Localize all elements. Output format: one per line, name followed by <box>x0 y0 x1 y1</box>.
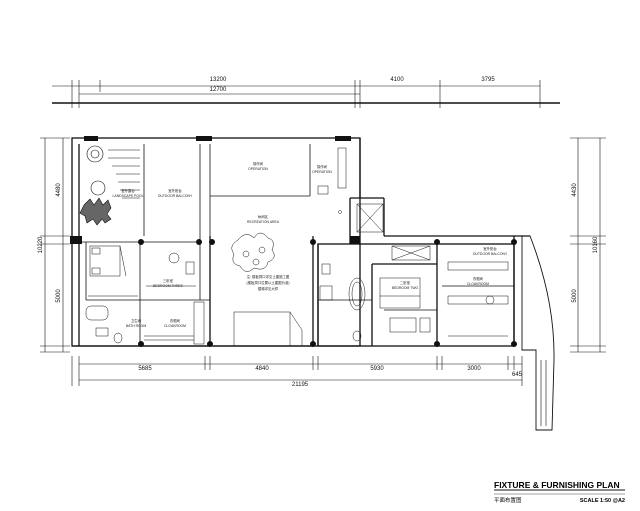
svg-text:衣帽间: 衣帽间 <box>473 276 484 281</box>
elevator-shaft <box>356 203 384 233</box>
dim-bottom-645: 645 <box>512 372 523 378</box>
dim-bottom-5685: 5685 <box>138 366 152 372</box>
recreation-furniture <box>231 232 275 272</box>
svg-text:CLOAKROOM: CLOAKROOM <box>467 282 489 286</box>
svg-text:OPERATION: OPERATION <box>312 170 332 174</box>
dim-bottom-5930: 5930 <box>370 366 384 372</box>
scale-label: SCALE 1:50 @A2 <box>580 498 625 504</box>
cloakroom-two-fixtures <box>447 261 509 337</box>
svg-text:操作间: 操作间 <box>253 161 264 166</box>
slab-opening-note: 注: 楼板洞口详见土建施工图 (楼板洞口位置以土建图为准) 楼梯详见大样 <box>247 274 290 291</box>
room-label-outdoor-balcony-2: 室外阳台 OUTDOOR BALCONY <box>473 246 508 256</box>
svg-text:楼梯详见大样: 楼梯详见大样 <box>258 286 279 291</box>
dim-top-4100: 4100 <box>390 77 404 83</box>
stair-core <box>233 311 303 347</box>
structural-columns <box>70 136 517 347</box>
svg-text:室外阳台: 室外阳台 <box>168 188 182 193</box>
drawing-title-cn: 平面布置图 <box>494 496 522 504</box>
svg-text:OPERATION: OPERATION <box>248 167 268 171</box>
room-label-cloakroom-1: 衣帽间 CLOAKROOM <box>164 318 186 328</box>
bedroom-two-bed <box>379 245 431 333</box>
dim-left-4480: 4480 <box>56 183 62 197</box>
tree-icon <box>79 145 112 226</box>
svg-text:室外阳台: 室外阳台 <box>483 246 497 251</box>
room-label-bedroom-two: 二卧室 BEDROOM TWO <box>392 280 419 290</box>
dim-bottom-3000: 3000 <box>467 366 481 372</box>
svg-text:室外露台: 室外露台 <box>121 188 135 193</box>
svg-text:(楼板洞口位置以土建图为准): (楼板洞口位置以土建图为准) <box>247 280 290 285</box>
dim-top-12700: 12700 <box>210 87 227 93</box>
toilet-icon <box>113 332 123 344</box>
dim-top-3795: 3795 <box>481 77 495 83</box>
svg-text:LANDSCAPE POOL: LANDSCAPE POOL <box>113 194 144 198</box>
bathtub-icon <box>85 305 109 321</box>
dim-right-4430: 4430 <box>572 183 578 197</box>
dim-left-5000: 5000 <box>56 289 62 303</box>
room-label-operation-2: 操作间 OPERATION <box>312 164 332 174</box>
room-label-outdoor-balcony-1: 室外阳台 OUTDOOR BALCONY <box>158 188 193 198</box>
svg-text:操作间: 操作间 <box>317 164 328 169</box>
room-label-bath-room: 卫生间 BATH ROOM <box>126 318 146 328</box>
svg-text:二卧室: 二卧室 <box>400 280 411 285</box>
room-label-operation-1: 操作间 OPERATION <box>248 161 268 171</box>
room-label-recreation-area: 休闲区 RECREATION AREA <box>247 214 280 224</box>
room-label-landscape-pool: 室外露台 LANDSCAPE POOL <box>113 188 144 198</box>
svg-text:BATH ROOM: BATH ROOM <box>126 324 146 328</box>
svg-text:BEDROOM TWO: BEDROOM TWO <box>392 286 419 290</box>
svg-text:RECREATION AREA: RECREATION AREA <box>247 220 280 224</box>
bedroom-three-furniture <box>88 245 196 297</box>
dim-right-5000: 5000 <box>572 289 578 303</box>
drawing-title: FIXTURE & FURNISHING PLAN <box>494 480 620 490</box>
dim-bottom-total: 21195 <box>292 382 309 388</box>
svg-text:三卧室: 三卧室 <box>163 278 174 283</box>
room-label-bedroom-three: 三卧室 BEDROOM THREE <box>153 278 184 288</box>
dim-left-10220: 10220 <box>38 236 44 253</box>
bathroom-two-fixtures <box>319 263 366 342</box>
svg-text:OUTDOOR BALCONY: OUTDOOR BALCONY <box>473 252 508 256</box>
svg-text:卫生间: 卫生间 <box>131 318 142 323</box>
dim-right-10160: 10160 <box>593 236 599 253</box>
dim-top-13200: 13200 <box>210 77 227 83</box>
svg-text:休闲区: 休闲区 <box>258 214 269 219</box>
room-label-cloakroom-2: 衣帽间 CLOAKROOM <box>467 276 489 286</box>
svg-text:注: 楼板洞口详见土建施工图: 注: 楼板洞口详见土建施工图 <box>247 274 290 279</box>
svg-text:BEDROOM THREE: BEDROOM THREE <box>153 284 184 288</box>
svg-text:衣帽间: 衣帽间 <box>170 318 181 323</box>
dim-bottom-4840: 4840 <box>255 366 269 372</box>
curved-balcony-edge <box>521 235 555 431</box>
landscape-pool-stairs <box>108 149 140 199</box>
svg-text:OUTDOOR BALCONY: OUTDOOR BALCONY <box>158 194 193 198</box>
svg-text:CLOAKROOM: CLOAKROOM <box>164 324 186 328</box>
